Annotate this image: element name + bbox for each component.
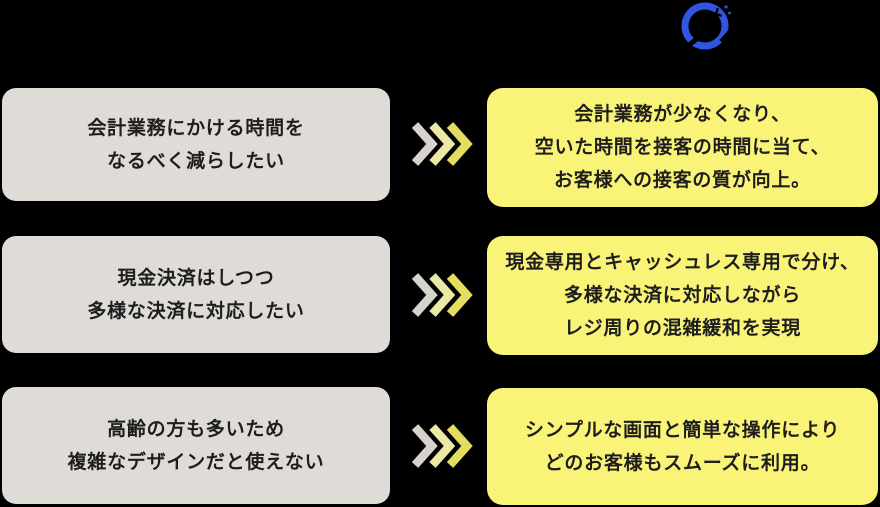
- problem-card: 会計業務にかける時間を なるべく減らしたい: [2, 88, 390, 201]
- triple-chevron-right-icon: [411, 423, 473, 469]
- problem-text-line: なるべく減らしたい: [107, 150, 285, 172]
- solution-text-line: 会計業務が少なくなり、: [574, 104, 791, 125]
- problem-text-line: 現金決済はしつつ: [117, 267, 275, 289]
- solution-text-line: 多様な決済に対応しながら: [563, 285, 802, 306]
- problem-text-line: 多様な決済に対応したい: [87, 300, 305, 322]
- problem-text-line: 会計業務にかける時間を: [87, 117, 305, 139]
- solution-card: 現金専用とキャッシュレス専用で分け、 多様な決済に対応しながら レジ周りの混雑緩…: [487, 236, 878, 355]
- comparison-row: 現金決済はしつつ 多様な決済に対応したい 現金専用とキャッシュレス専用で分け、 …: [0, 236, 880, 355]
- triple-chevron-right-icon: [411, 121, 473, 167]
- problem-text-line: 複雑なデザインだと使えない: [67, 451, 325, 473]
- solution-text-line: レジ周りの混雑緩和を実現: [563, 318, 802, 339]
- blue-circle-logo-icon: [677, 0, 733, 54]
- solution-card: シンプルな画面と簡単な操作により どのお客様もスムーズに利用。: [487, 388, 878, 505]
- solution-text-line: 現金専用とキャッシュレス専用で分け、: [505, 252, 860, 273]
- problem-card: 現金決済はしつつ 多様な決済に対応したい: [2, 236, 390, 353]
- solution-card: 会計業務が少なくなり、 空いた時間を接客の時間に当て、 お客様への接客の質が向上…: [487, 88, 878, 207]
- triple-chevron-right-icon: [411, 272, 473, 318]
- problem-text-line: 高齢の方も多いため: [107, 418, 285, 440]
- comparison-row: 高齢の方も多いため 複雑なデザインだと使えない シンプルな画面と簡単な操作により…: [0, 387, 880, 505]
- solution-text-line: 空いた時間を接客の時間に当て、: [534, 137, 831, 158]
- solution-text-line: どのお客様もスムーズに利用。: [544, 452, 821, 474]
- comparison-row: 会計業務にかける時間を なるべく減らしたい 会計業務が少なくなり、 空いた時間を…: [0, 88, 880, 207]
- solution-text-line: シンプルな画面と簡単な操作により: [524, 419, 841, 441]
- problem-card: 高齢の方も多いため 複雑なデザインだと使えない: [2, 387, 390, 504]
- solution-text-line: お客様への接客の質が向上。: [554, 170, 811, 191]
